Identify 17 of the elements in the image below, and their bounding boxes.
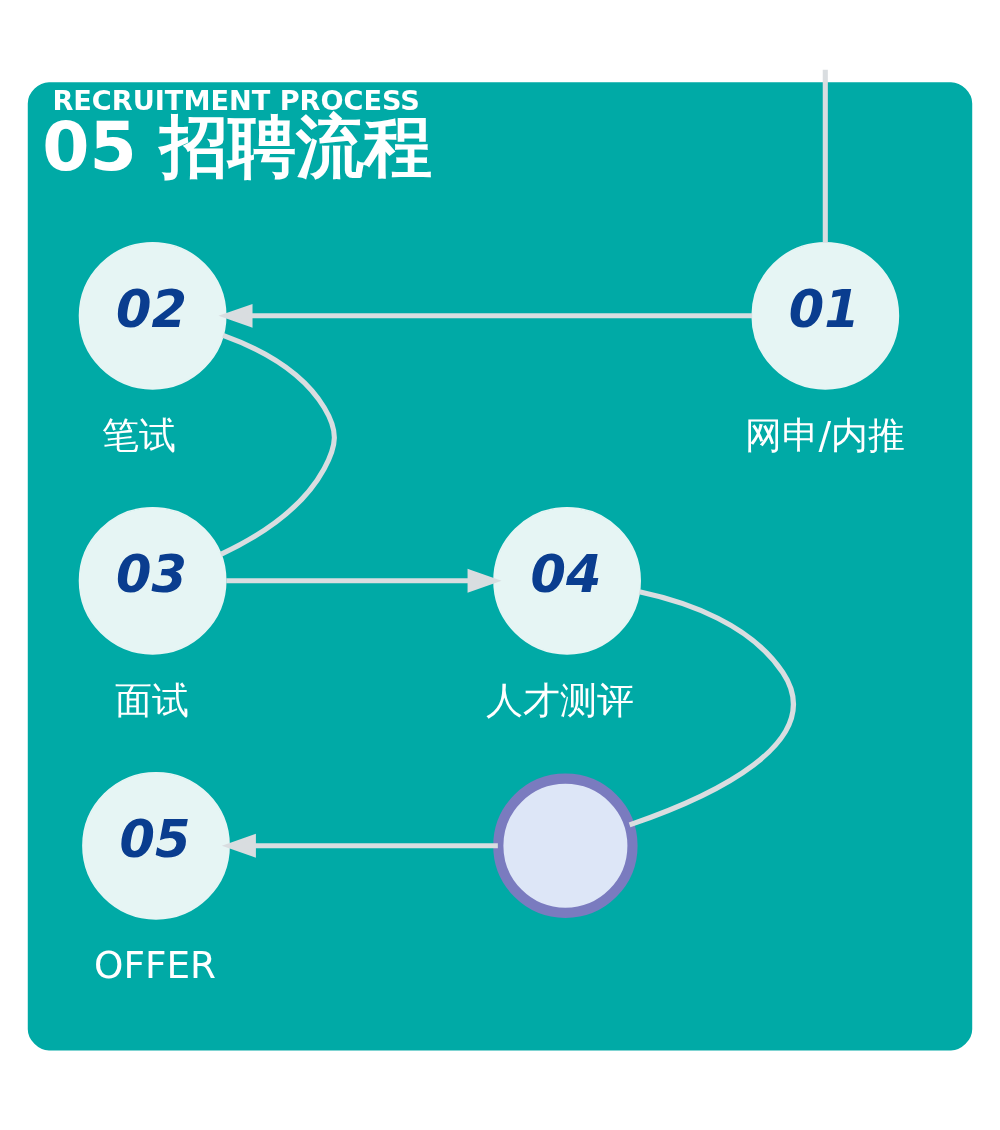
node-circle: 05 — [82, 771, 230, 920]
node-circle: 01 — [751, 241, 900, 390]
arrow — [221, 833, 498, 858]
arrow — [218, 303, 753, 328]
connector — [822, 69, 828, 243]
connector — [219, 332, 337, 557]
arrow — [226, 568, 502, 593]
node-label: 人才测评 — [485, 677, 634, 722]
node-circle — [493, 773, 638, 918]
connector — [628, 588, 796, 827]
node-label: OFFER — [94, 942, 216, 987]
node-circle: 03 — [78, 506, 227, 655]
node-circle: 04 — [493, 506, 641, 655]
node-label: 网申/内推 — [744, 412, 906, 457]
node-circle: 02 — [78, 241, 227, 390]
node-label: 笔试 — [101, 412, 176, 457]
node-label: 面试 — [115, 677, 190, 722]
